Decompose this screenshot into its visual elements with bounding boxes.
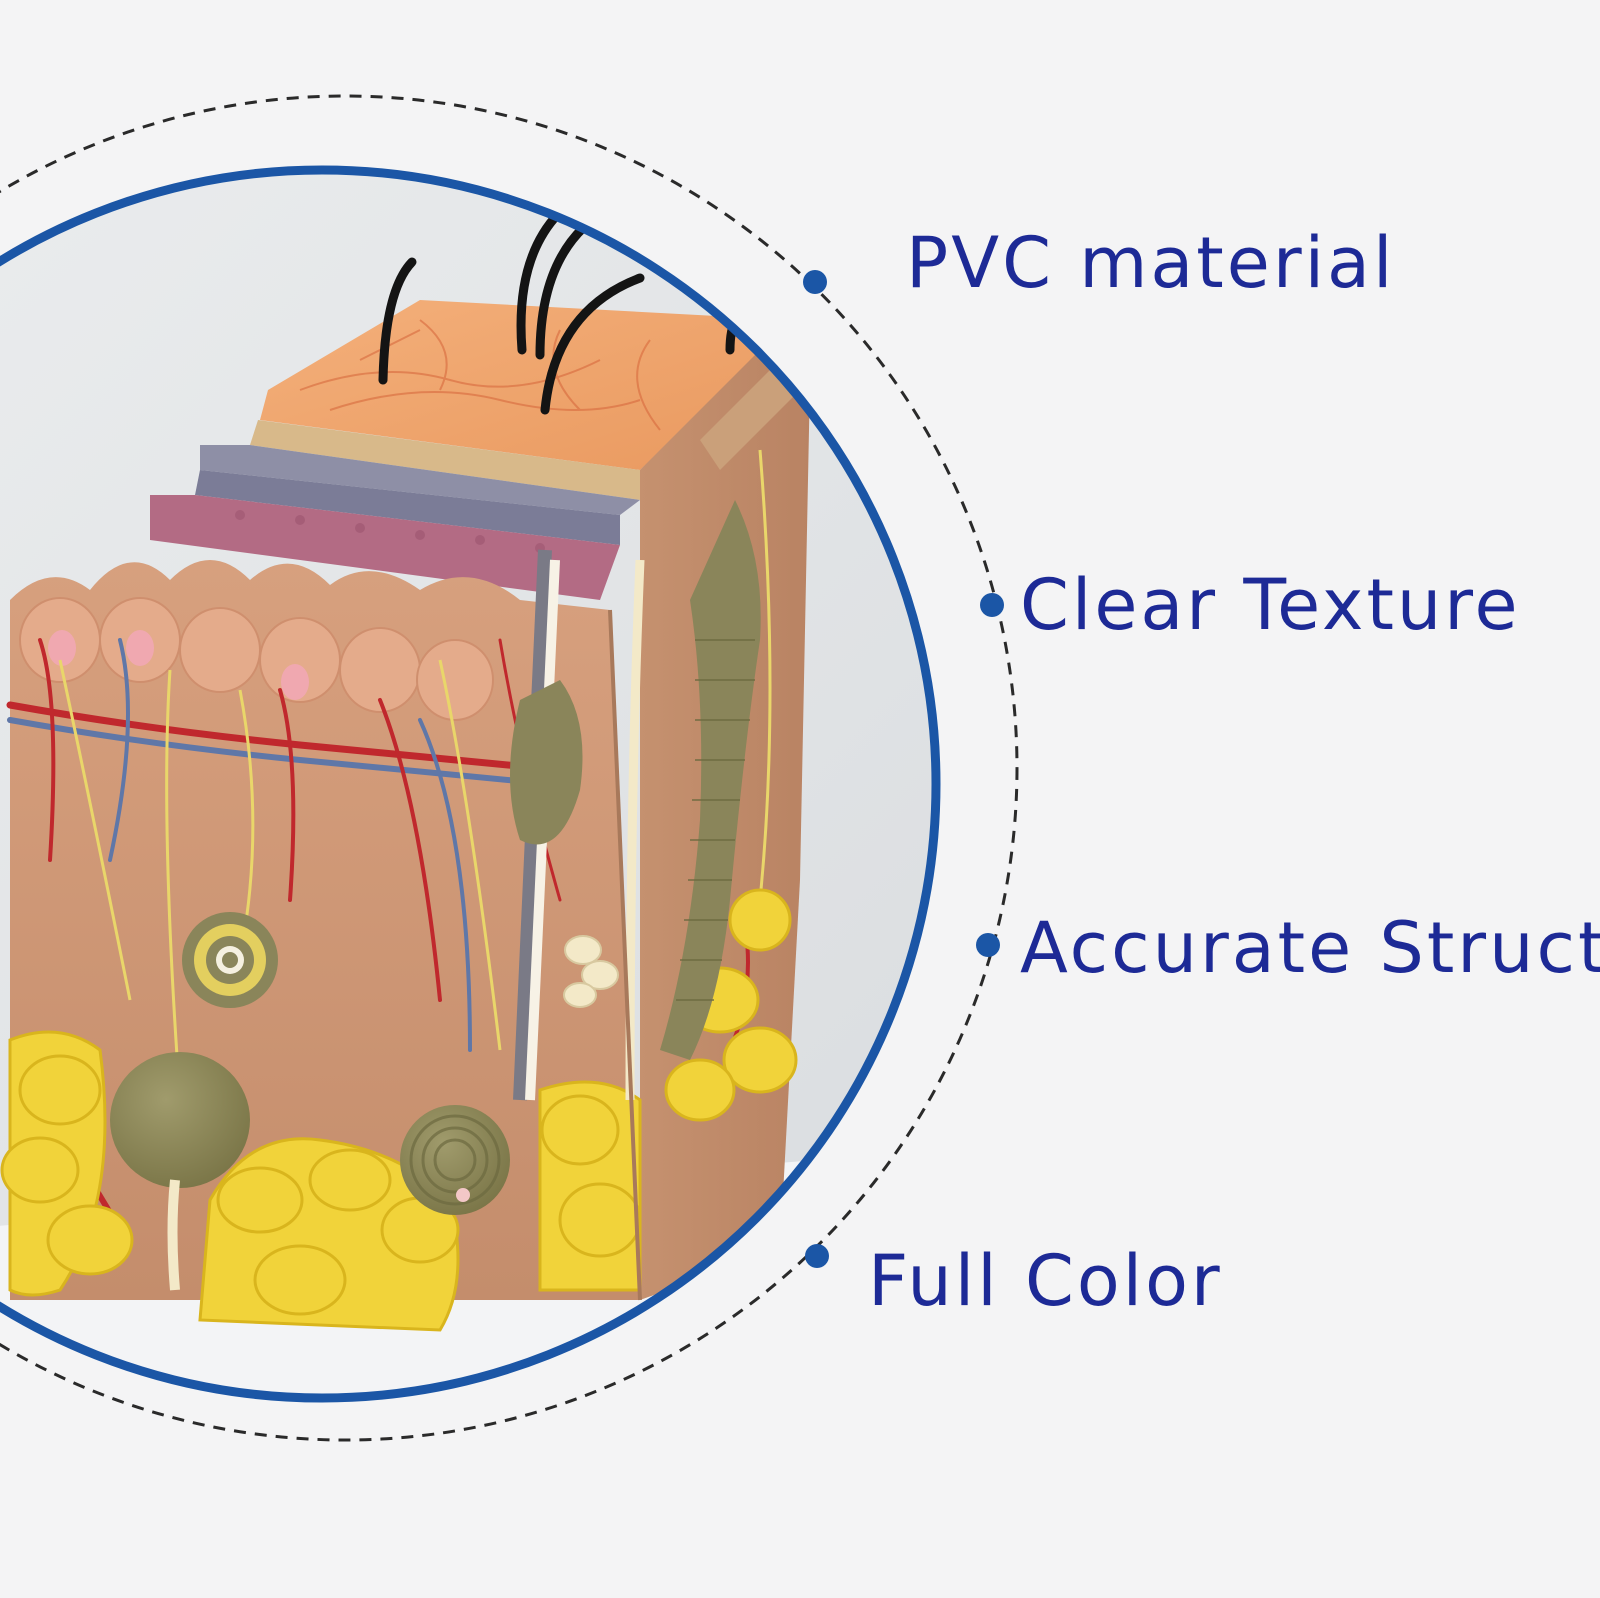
feature-label-clear-texture: Clear Texture — [1020, 564, 1521, 646]
feature-label-full-color: Full Color — [868, 1240, 1223, 1322]
circular-photo — [0, 170, 936, 1398]
blue-frame-ring — [0, 165, 941, 1403]
bullet-dot-2 — [980, 593, 1004, 617]
feature-label-accurate-structure: Accurate Structure — [1020, 907, 1600, 989]
dashed-outer-ring — [0, 94, 1019, 1442]
corpuscle-shape — [182, 912, 278, 1008]
bullet-dot-1 — [803, 270, 827, 294]
bullet-dot-3 — [976, 933, 1000, 957]
bullet-dot-4 — [805, 1244, 829, 1268]
feature-label-pvc-material: PVC material — [906, 222, 1396, 304]
